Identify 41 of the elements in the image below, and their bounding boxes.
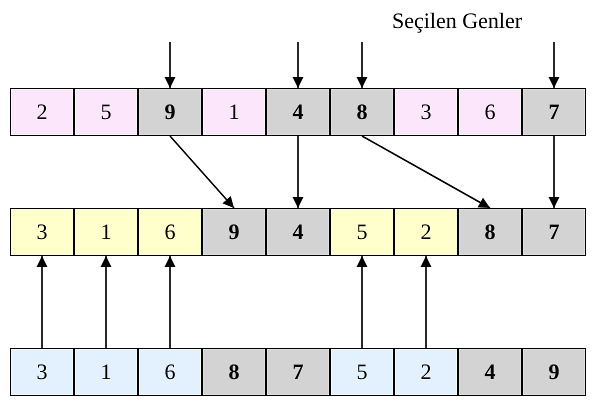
- arrow: [164, 256, 176, 348]
- gene-box: 6: [458, 88, 522, 136]
- gene-box: 3: [394, 88, 458, 136]
- gene-box: 5: [74, 88, 138, 136]
- arrow: [292, 42, 304, 88]
- gene-box: 9: [202, 208, 266, 256]
- gene-box: 3: [10, 208, 74, 256]
- arrow: [100, 256, 112, 348]
- gene-box: 3: [10, 348, 74, 396]
- gene-box: 7: [266, 348, 330, 396]
- gene-box: 4: [266, 88, 330, 136]
- gene-box: 9: [138, 88, 202, 136]
- title-label: Seçilen Genler: [392, 8, 522, 34]
- gene-box: 4: [266, 208, 330, 256]
- arrow: [169, 135, 235, 209]
- gene-box: 9: [522, 348, 586, 396]
- arrow: [420, 256, 432, 348]
- arrow: [292, 136, 304, 208]
- gene-box: 2: [10, 88, 74, 136]
- arrow: [36, 256, 48, 348]
- arrow: [548, 136, 560, 208]
- arrow: [362, 135, 490, 209]
- gene-box: 8: [202, 348, 266, 396]
- gene-box: 2: [394, 208, 458, 256]
- arrow: [548, 42, 560, 88]
- arrow: [164, 42, 176, 88]
- arrow: [356, 256, 368, 348]
- gene-box: 2: [394, 348, 458, 396]
- gene-box: 5: [330, 348, 394, 396]
- gene-box: 4: [458, 348, 522, 396]
- gene-box: 6: [138, 348, 202, 396]
- gene-box: 5: [330, 208, 394, 256]
- gene-box: 1: [74, 208, 138, 256]
- gene-box: 7: [522, 208, 586, 256]
- gene-box: 1: [202, 88, 266, 136]
- gene-box: 1: [74, 348, 138, 396]
- gene-box: 6: [138, 208, 202, 256]
- gene-box: 7: [522, 88, 586, 136]
- gene-box: 8: [458, 208, 522, 256]
- arrow: [356, 42, 368, 88]
- gene-box: 8: [330, 88, 394, 136]
